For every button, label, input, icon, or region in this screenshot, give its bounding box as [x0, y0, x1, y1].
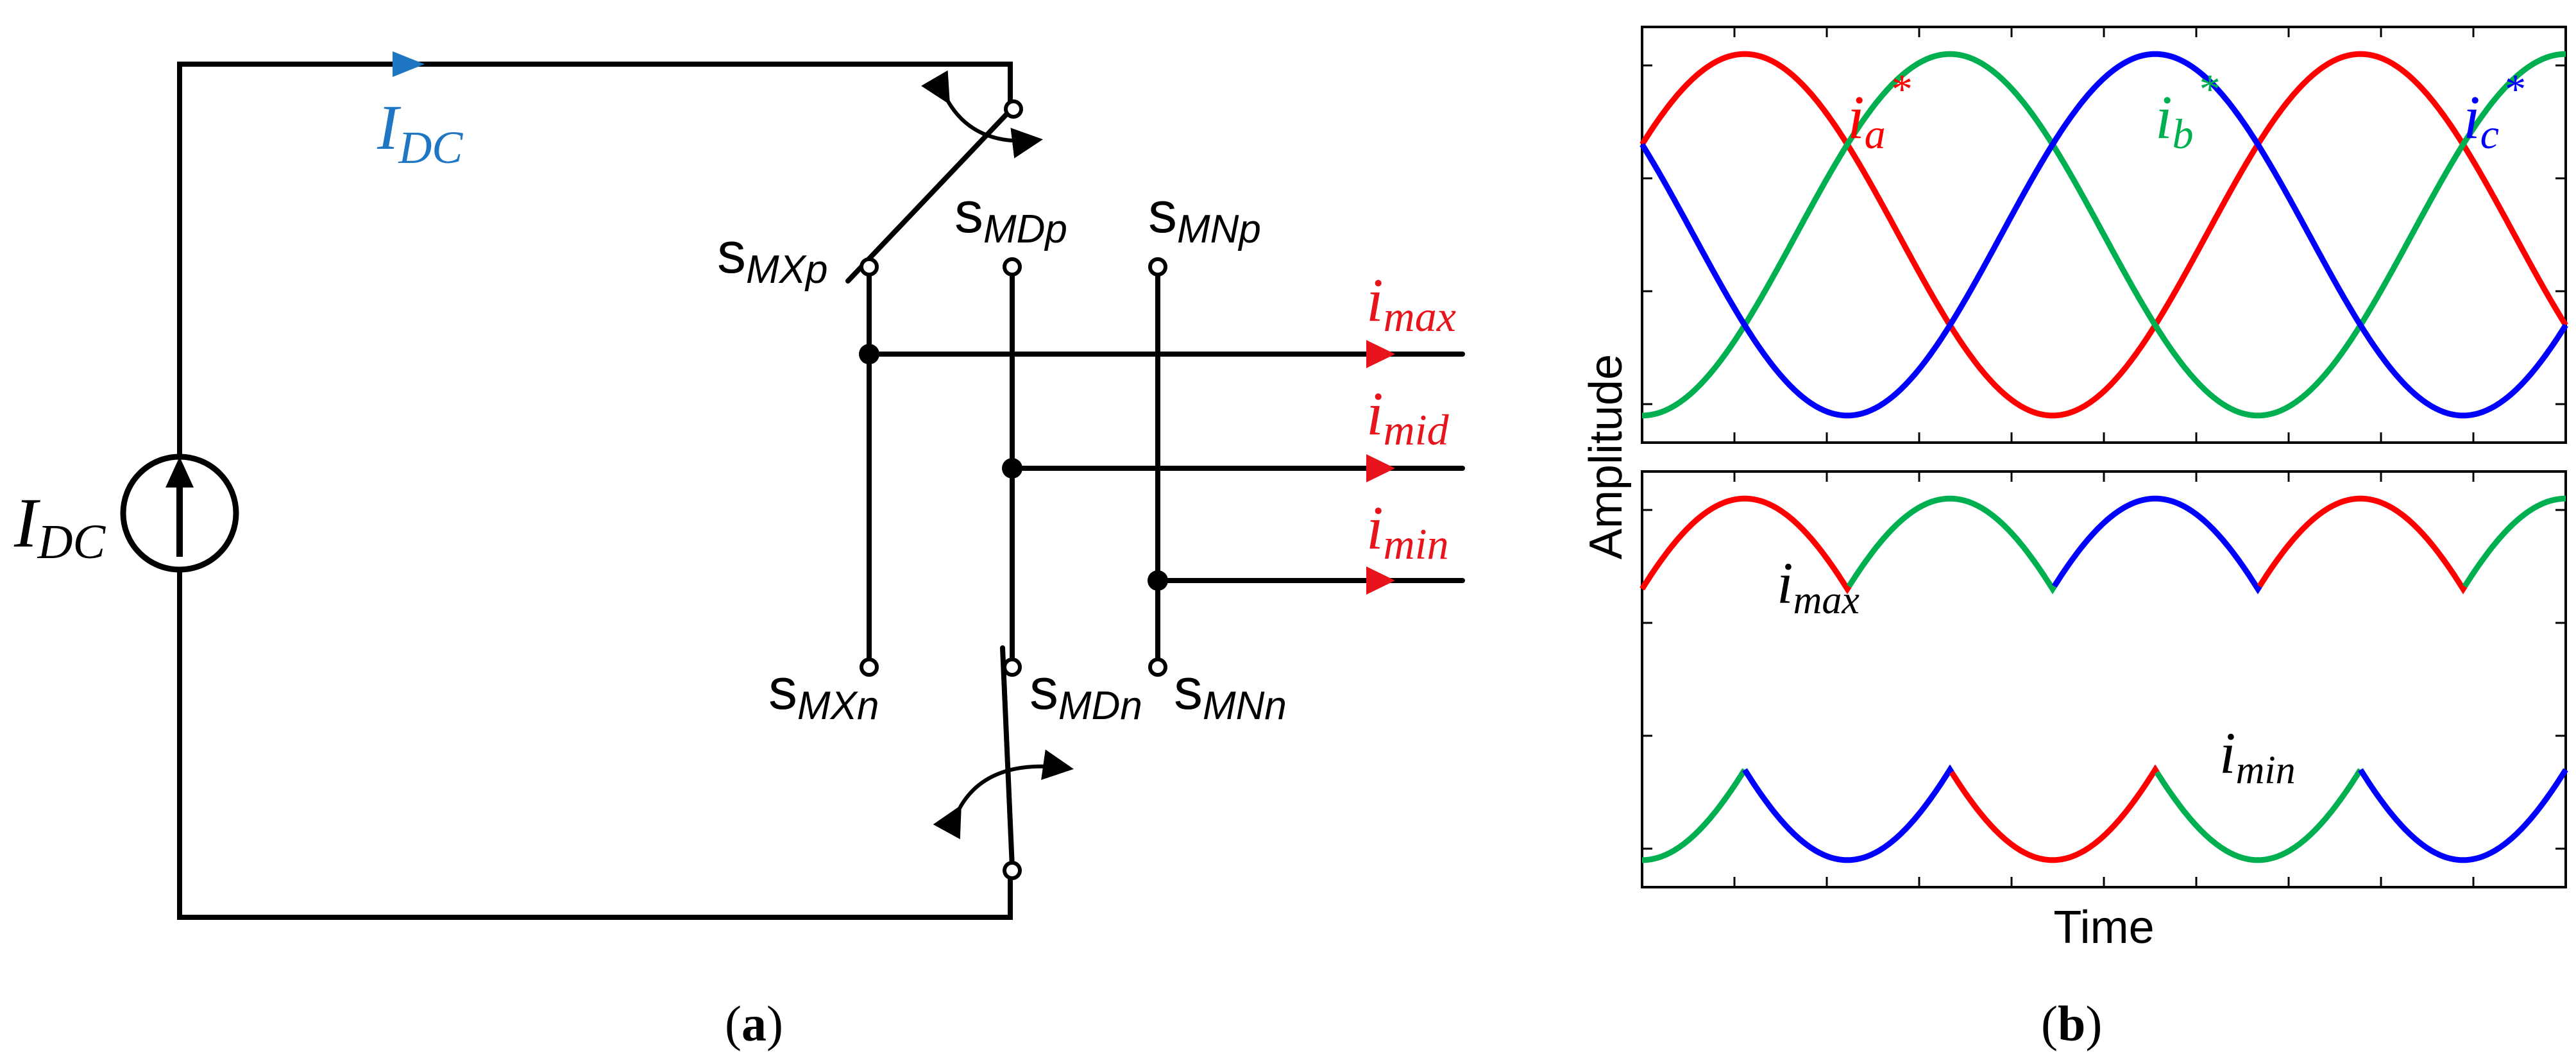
switch-label-md-p: sMDp: [954, 181, 1067, 251]
y-axis-label: Amplitude: [1580, 354, 1632, 559]
terminal-mn-n: [1148, 658, 1167, 677]
caption-b: (b): [2041, 996, 2102, 1051]
label-imax: imax: [1777, 550, 1860, 622]
envelope-max-segment: [1640, 495, 1852, 595]
output-label-min: imin: [1366, 493, 1449, 568]
envelope-max-segment: [1846, 495, 2057, 595]
output-label-max: imax: [1366, 266, 1456, 341]
envelope-min-segment: [1742, 764, 1954, 863]
junction-min: [1148, 570, 1168, 591]
envelope-plot: [1640, 495, 2568, 863]
current-source-label: IDC: [13, 484, 106, 569]
envelope-max-segment: [2257, 495, 2468, 595]
series-line-ia: [1640, 51, 2568, 419]
terminal-md-n: [1003, 658, 1022, 677]
switch-label-md-n: sMDn: [1030, 658, 1142, 728]
x-axis-label: Time: [2053, 902, 2154, 953]
switch-label-mn-n: sMNn: [1174, 658, 1287, 728]
switch-label-mx-p: sMXp: [717, 221, 827, 292]
envelope-min-segment: [1642, 768, 1747, 863]
output-arrow-mid: [1366, 454, 1395, 482]
envelope-min-segment: [1949, 764, 2160, 863]
dc-current-arrow: [393, 51, 425, 77]
label-imin: imin: [2219, 720, 2296, 792]
terminal-mx-p: [860, 257, 879, 276]
bottom-axes-frame: [1641, 470, 2567, 888]
output-arrow-min: [1366, 566, 1395, 595]
label-ib-star: ib*: [2155, 66, 2219, 158]
switch-n-rotation-arrow: [933, 749, 1074, 840]
phase-currents-plot: [1640, 51, 2568, 419]
circuit-panel: IDC IDC imax imid imin: [13, 51, 1465, 1051]
series-line-ic: [1640, 51, 2568, 419]
terminal-mx-n: [860, 658, 879, 677]
envelope-max-segment: [2051, 495, 2262, 595]
switch-p-rotation-arrow: [921, 70, 1043, 158]
switch-label-mn-p: sMNp: [1148, 181, 1261, 251]
waveform-panel: ia* ib* ic* imax imin Amplitude Time (b): [1580, 26, 2568, 1051]
terminal-md-p: [1003, 257, 1022, 276]
junction-mid: [1002, 458, 1022, 479]
current-source-arrowhead: [165, 457, 194, 488]
dc-loop-bottom-wire: [177, 562, 1013, 920]
dc-current-label: IDC: [377, 92, 463, 173]
envelope-min-segment: [2154, 768, 2363, 863]
junction-max: [859, 344, 879, 364]
switch-blade-n: [1000, 645, 1015, 870]
switch-label-mx-n: sMXn: [768, 658, 879, 728]
output-arrow-max: [1366, 340, 1395, 368]
terminal-top-pole: [1004, 99, 1023, 119]
series-line-ib: [1642, 51, 2566, 419]
envelope-max-segment: [2462, 495, 2566, 588]
label-ic-star: ic*: [2463, 66, 2524, 158]
terminal-bottom-pole: [1003, 861, 1022, 880]
caption-a: (a): [725, 996, 783, 1051]
dc-loop-top-wire: [177, 62, 1013, 464]
terminal-mn-p: [1148, 257, 1167, 276]
axis-ticks: [1642, 27, 2566, 887]
output-label-mid: imid: [1366, 379, 1450, 454]
envelope-min-segment: [2358, 768, 2568, 863]
label-ia-star: ia*: [1847, 66, 1911, 158]
